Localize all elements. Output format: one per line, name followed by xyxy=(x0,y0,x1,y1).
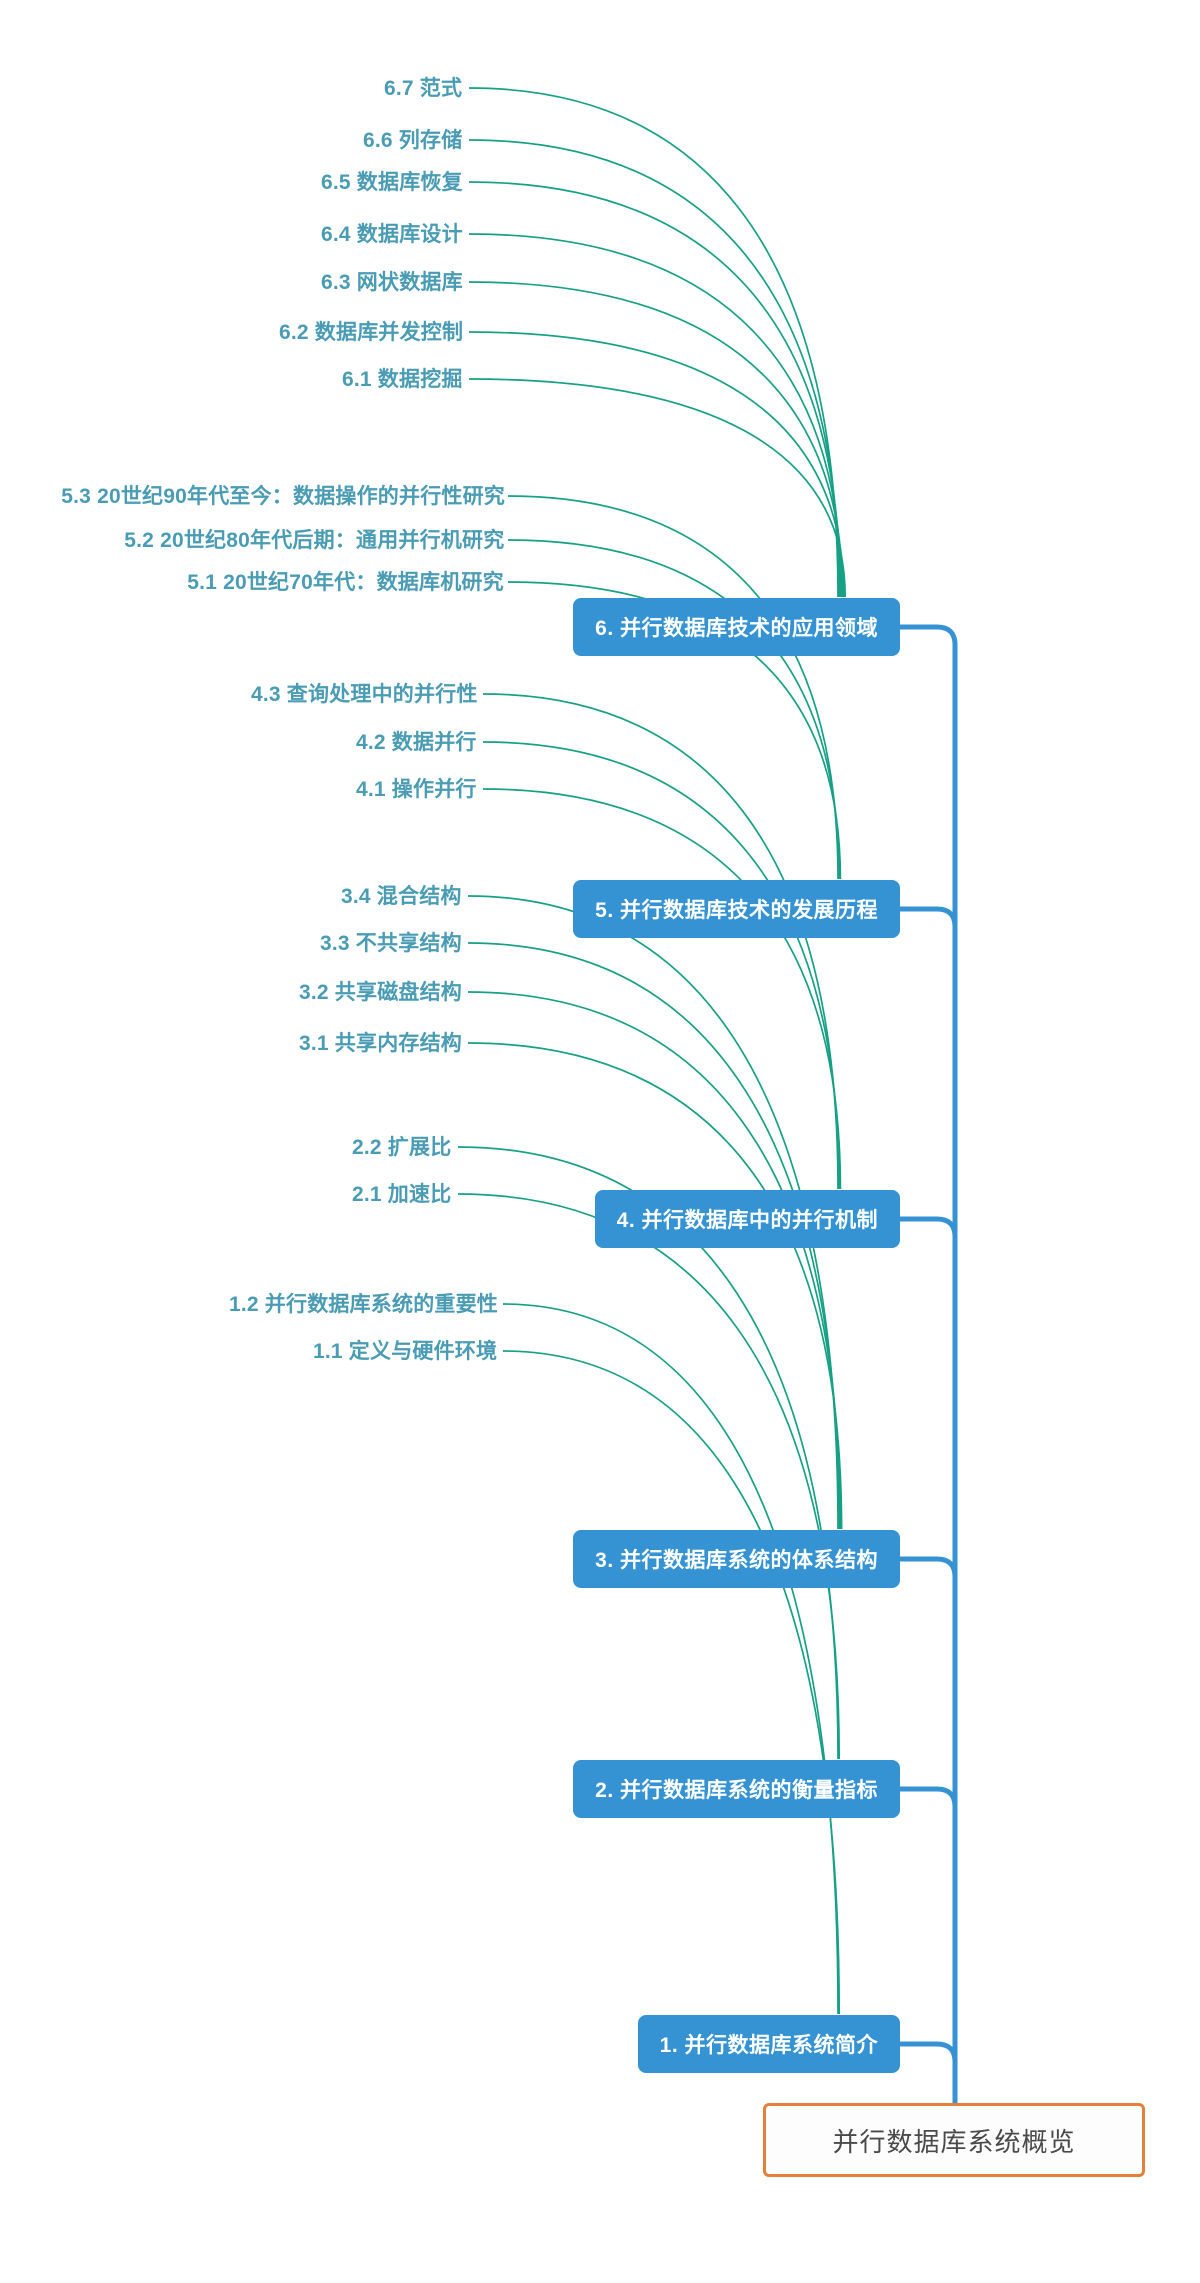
leaf-node-b4-1[interactable]: 4.3 查询处理中的并行性 xyxy=(251,678,478,708)
main-node-label: 5. 并行数据库技术的发展历程 xyxy=(595,899,878,922)
leaf-node-b6-6[interactable]: 6.2 数据库并发控制 xyxy=(279,316,463,346)
main-node-label: 3. 并行数据库系统的体系结构 xyxy=(595,1549,878,1572)
leaf-node-b6-1[interactable]: 6.7 范式 xyxy=(384,72,462,102)
main-node-b1[interactable]: 1. 并行数据库系统简介 xyxy=(637,2015,900,2073)
leaf-node-label: 5.2 20世纪80年代后期：通用并行机研究 xyxy=(124,529,505,552)
leaf-node-label: 3.4 混合结构 xyxy=(340,885,462,908)
leaf-node-b3-4[interactable]: 3.1 共享内存结构 xyxy=(299,1027,462,1057)
spine-connector-b1 xyxy=(897,2041,958,2065)
spine-connector-b3 xyxy=(897,1556,958,1580)
spine-connector-b6 xyxy=(897,624,958,648)
leaf-connector-b6-1 xyxy=(468,87,839,598)
leaf-node-label: 6.7 范式 xyxy=(383,77,463,100)
leaf-node-label: 6.1 数据挖掘 xyxy=(341,368,463,391)
leaf-node-label: 6.5 数据库恢复 xyxy=(320,171,463,194)
spine-connector-b2 xyxy=(897,1786,958,1810)
main-node-label: 2. 并行数据库系统的衡量指标 xyxy=(595,1779,878,1802)
leaf-node-b3-3[interactable]: 3.2 共享磁盘结构 xyxy=(299,976,462,1006)
leaf-node-b6-4[interactable]: 6.4 数据库设计 xyxy=(321,218,463,248)
main-node-b5[interactable]: 5. 并行数据库技术的发展历程 xyxy=(573,880,900,938)
leaf-node-label: 2.1 加速比 xyxy=(351,1183,452,1206)
leaf-node-b5-2[interactable]: 5.2 20世纪80年代后期：通用并行机研究 xyxy=(124,524,504,554)
leaf-connector-b2-2 xyxy=(457,1193,841,1760)
leaf-node-label: 1.1 定义与硬件环境 xyxy=(312,1340,498,1363)
leaf-node-label: 2.2 扩展比 xyxy=(351,1136,452,1159)
leaf-connector-b1-1 xyxy=(502,1303,839,2015)
leaf-node-b6-2[interactable]: 6.6 列存储 xyxy=(363,124,462,154)
leaf-node-b4-3[interactable]: 4.1 操作并行 xyxy=(356,773,477,803)
leaf-connector-b6-4 xyxy=(468,233,843,598)
leaf-connector-b4-3 xyxy=(482,788,842,1190)
leaf-connector-b6-5 xyxy=(468,281,844,598)
leaf-connector-b4-2 xyxy=(482,741,841,1190)
leaf-node-b1-2[interactable]: 1.1 定义与硬件环境 xyxy=(313,1335,497,1365)
leaf-node-label: 4.2 数据并行 xyxy=(355,731,477,754)
leaf-connector-b3-3 xyxy=(467,991,842,1530)
leaf-node-label: 3.2 共享磁盘结构 xyxy=(298,981,462,1004)
main-node-label: 1. 并行数据库系统简介 xyxy=(659,2034,878,2057)
leaf-node-label: 6.2 数据库并发控制 xyxy=(278,321,464,344)
leaf-connector-b6-2 xyxy=(468,139,841,598)
leaf-node-b2-2[interactable]: 2.1 加速比 xyxy=(352,1178,451,1208)
leaf-node-label: 4.3 查询处理中的并行性 xyxy=(250,683,478,706)
leaf-node-label: 6.6 列存储 xyxy=(362,129,463,152)
leaf-node-b1-1[interactable]: 1.2 并行数据库系统的重要性 xyxy=(229,1288,498,1318)
root-node[interactable]: 并行数据库系统概览 xyxy=(763,2103,1145,2177)
spine-connector-b5 xyxy=(897,906,958,930)
main-node-label: 6. 并行数据库技术的应用领域 xyxy=(595,617,878,640)
leaf-node-b6-5[interactable]: 6.3 网状数据库 xyxy=(321,266,463,296)
leaf-node-label: 1.2 并行数据库系统的重要性 xyxy=(228,1293,498,1316)
leaf-connector-b5-2 xyxy=(507,539,841,880)
leaf-node-b6-3[interactable]: 6.5 数据库恢复 xyxy=(321,166,463,196)
main-node-b6[interactable]: 6. 并行数据库技术的应用领域 xyxy=(573,598,900,656)
leaf-node-b5-3[interactable]: 5.1 20世纪70年代：数据库机研究 xyxy=(187,566,504,596)
root-node-label: 并行数据库系统概览 xyxy=(832,2126,1076,2157)
leaf-connector-b5-1 xyxy=(507,495,839,880)
leaf-node-label: 4.1 操作并行 xyxy=(355,778,477,801)
leaf-node-b5-1[interactable]: 5.3 20世纪90年代至今：数据操作的并行性研究 xyxy=(61,480,505,510)
leaf-node-b4-2[interactable]: 4.2 数据并行 xyxy=(356,726,477,756)
leaf-connector-b6-3 xyxy=(468,181,842,598)
leaf-edges xyxy=(457,87,847,2015)
leaf-node-label: 5.1 20世纪70年代：数据库机研究 xyxy=(187,571,504,594)
leaf-node-label: 3.1 共享内存结构 xyxy=(298,1032,462,1055)
leaf-node-b2-1[interactable]: 2.2 扩展比 xyxy=(352,1131,451,1161)
main-node-b3[interactable]: 3. 并行数据库系统的体系结构 xyxy=(573,1530,900,1588)
leaf-node-b3-1[interactable]: 3.4 混合结构 xyxy=(341,880,462,910)
leaf-node-label: 3.3 不共享结构 xyxy=(319,932,462,955)
leaf-connector-b6-6 xyxy=(468,331,845,598)
leaf-node-b6-7[interactable]: 6.1 数据挖掘 xyxy=(342,363,463,393)
main-node-b4[interactable]: 4. 并行数据库中的并行机制 xyxy=(594,1190,900,1248)
leaf-node-label: 6.4 数据库设计 xyxy=(320,223,463,246)
leaf-node-label: 5.3 20世纪90年代至今：数据操作的并行性研究 xyxy=(61,485,505,508)
leaf-connector-b1-2 xyxy=(502,1350,841,2015)
leaf-connector-b6-7 xyxy=(468,378,847,598)
spine-edges xyxy=(897,624,958,2103)
spine-connector-b4 xyxy=(897,1216,958,1240)
main-node-b2[interactable]: 2. 并行数据库系统的衡量指标 xyxy=(573,1760,900,1818)
main-node-label: 4. 并行数据库中的并行机制 xyxy=(616,1209,878,1232)
leaf-connector-b3-4 xyxy=(467,1042,843,1530)
leaf-node-b3-2[interactable]: 3.3 不共享结构 xyxy=(320,927,462,957)
leaf-connector-b4-1 xyxy=(482,693,839,1190)
leaf-node-label: 6.3 网状数据库 xyxy=(320,271,463,294)
